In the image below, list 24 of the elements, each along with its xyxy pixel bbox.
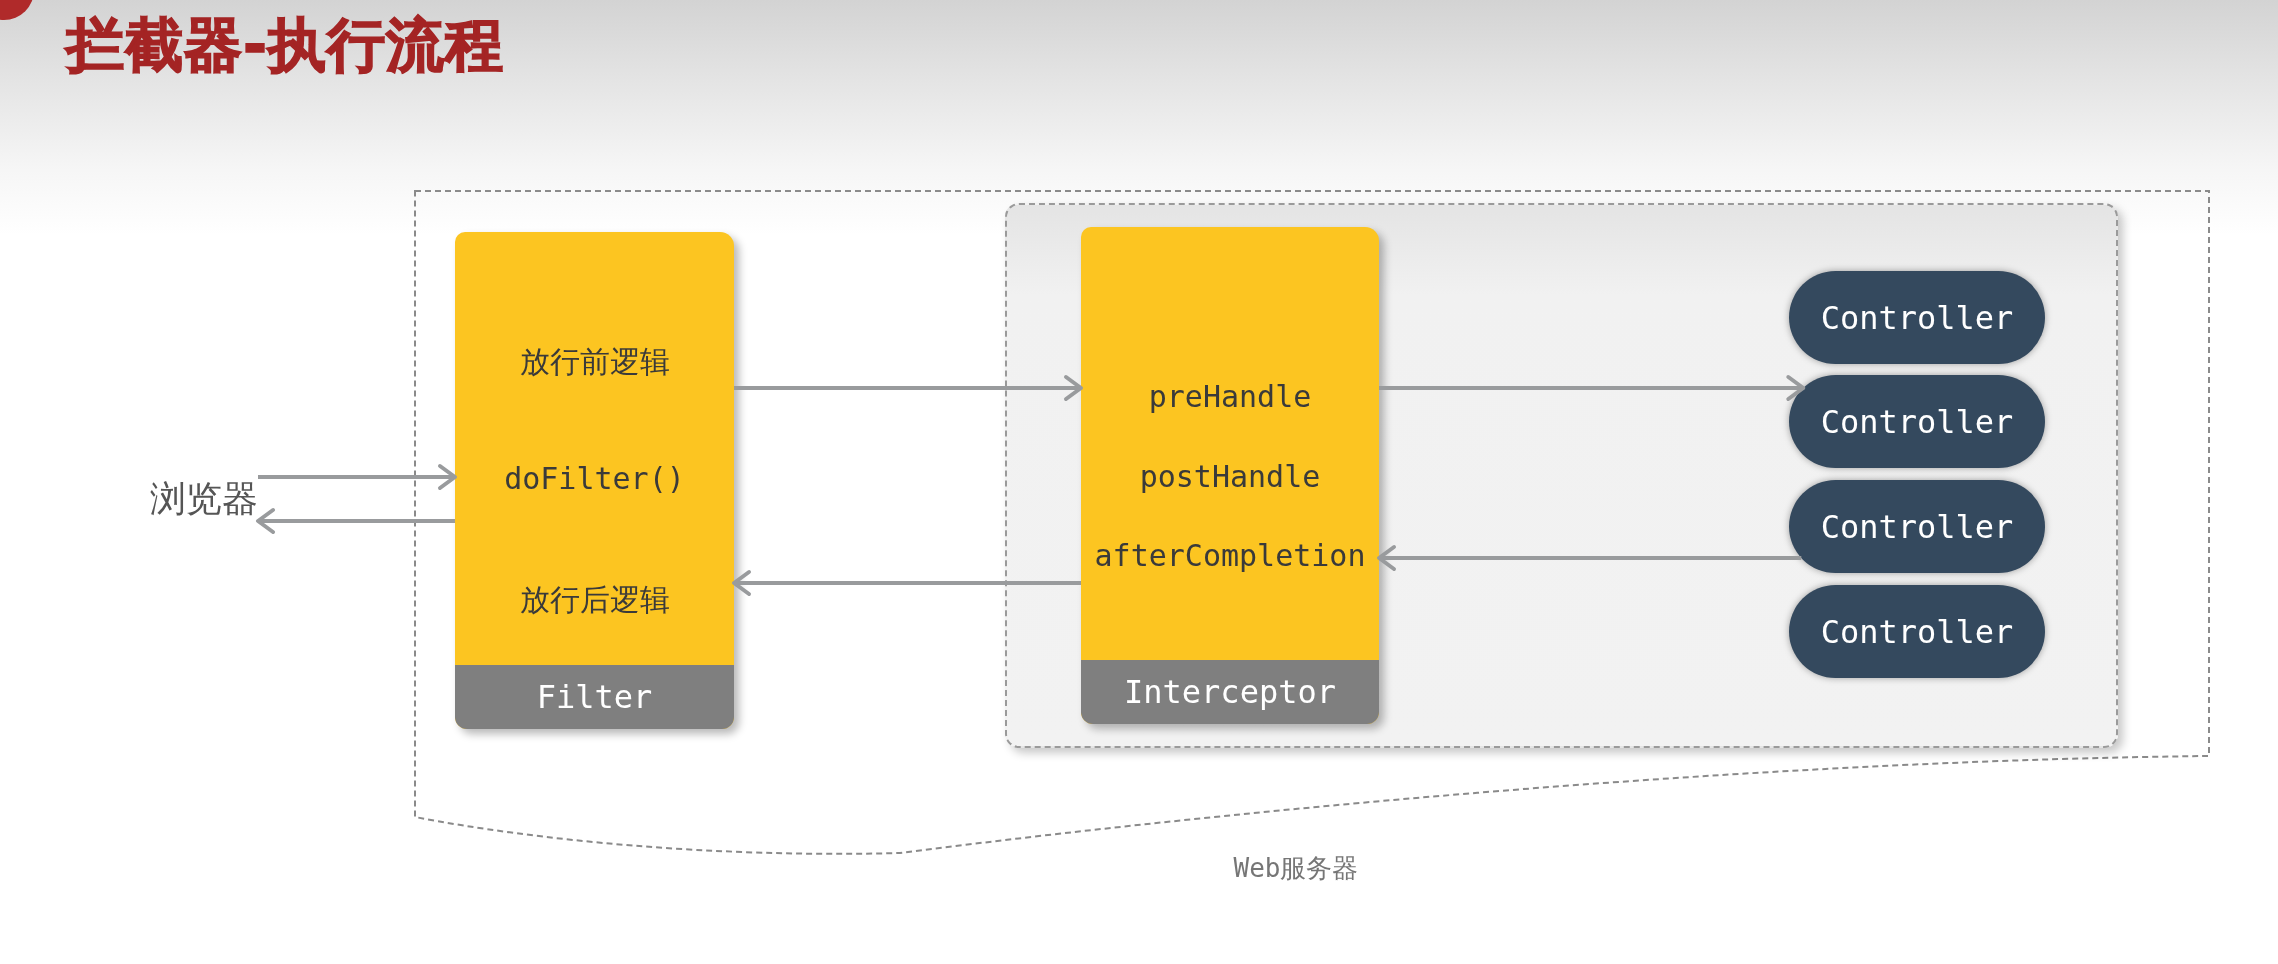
card-text: 放行后逻辑 — [519, 582, 670, 618]
card-footer: Interceptor — [1081, 660, 1379, 724]
process-card — [1081, 227, 1379, 724]
container-panel — [1005, 203, 2118, 748]
arrow — [258, 464, 457, 490]
card-text: afterCompletion — [1094, 538, 1366, 574]
arrow — [732, 570, 1081, 596]
card-text: postHandle — [1139, 459, 1321, 495]
controller-pill: Controller — [1789, 271, 2045, 364]
arrow — [1377, 545, 1802, 571]
controller-pill: Controller — [1789, 585, 2045, 678]
region-label: Web服务器 — [1233, 854, 1359, 884]
arrow — [256, 508, 455, 534]
browser-label: 浏览器 — [150, 467, 258, 531]
controller-pill: Controller — [1789, 375, 2045, 468]
card-text: doFilter() — [504, 461, 685, 497]
card-footer: Filter — [455, 665, 734, 729]
arrow — [734, 375, 1083, 401]
card-text: 放行前逻辑 — [519, 344, 670, 380]
controller-pill: Controller — [1789, 480, 2045, 573]
arrow — [1379, 375, 1806, 401]
slide-title: 拦截器-执行流程 — [66, 12, 505, 79]
card-text: preHandle — [1148, 379, 1312, 415]
process-card — [455, 232, 734, 729]
